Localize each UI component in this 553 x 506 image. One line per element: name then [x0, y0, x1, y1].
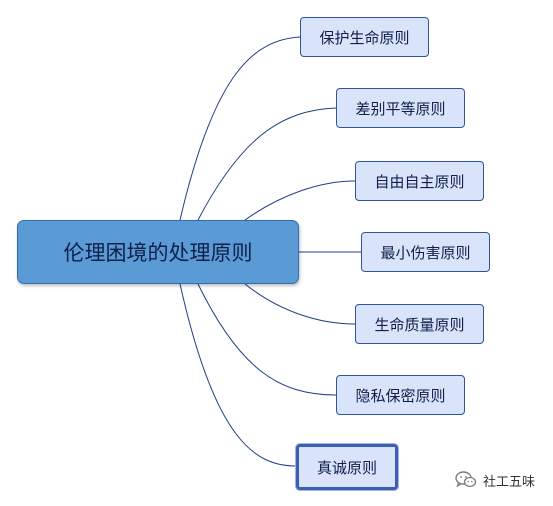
connector-2 [197, 107, 337, 221]
branch-topic-label: 隐私保密原则 [355, 386, 446, 405]
connector-3 [244, 180, 356, 221]
branch-topic-label: 自由自主原则 [374, 172, 465, 191]
branch-topic-label: 真诚原则 [316, 458, 377, 477]
wechat-icon [455, 471, 477, 489]
root-topic[interactable]: 伦理困境的处理原则 [17, 220, 299, 284]
branch-topic-1[interactable]: 保护生命原则 [300, 17, 429, 57]
connector-1 [179, 36, 301, 221]
connector-5 [244, 283, 356, 325]
branch-topic-label: 生命质量原则 [374, 315, 465, 334]
branch-topic-4[interactable]: 最小伤害原则 [361, 232, 490, 272]
watermark: 社工五味 [455, 470, 535, 490]
connector-6 [197, 283, 337, 396]
connector-7 [179, 283, 297, 467]
watermark-text: 社工五味 [483, 474, 536, 490]
branch-topic-2[interactable]: 差别平等原则 [336, 88, 465, 128]
branch-topic-6[interactable]: 隐私保密原则 [336, 375, 465, 415]
branch-topic-3[interactable]: 自由自主原则 [355, 161, 484, 201]
branch-topic-label: 差别平等原则 [355, 99, 446, 118]
branch-topic-7[interactable]: 真诚原则 [296, 444, 398, 490]
root-topic-label: 伦理困境的处理原则 [63, 241, 253, 265]
branch-topic-label: 保护生命原则 [319, 28, 410, 47]
branch-topic-5[interactable]: 生命质量原则 [355, 304, 484, 344]
branch-topic-label: 最小伤害原则 [380, 243, 471, 262]
